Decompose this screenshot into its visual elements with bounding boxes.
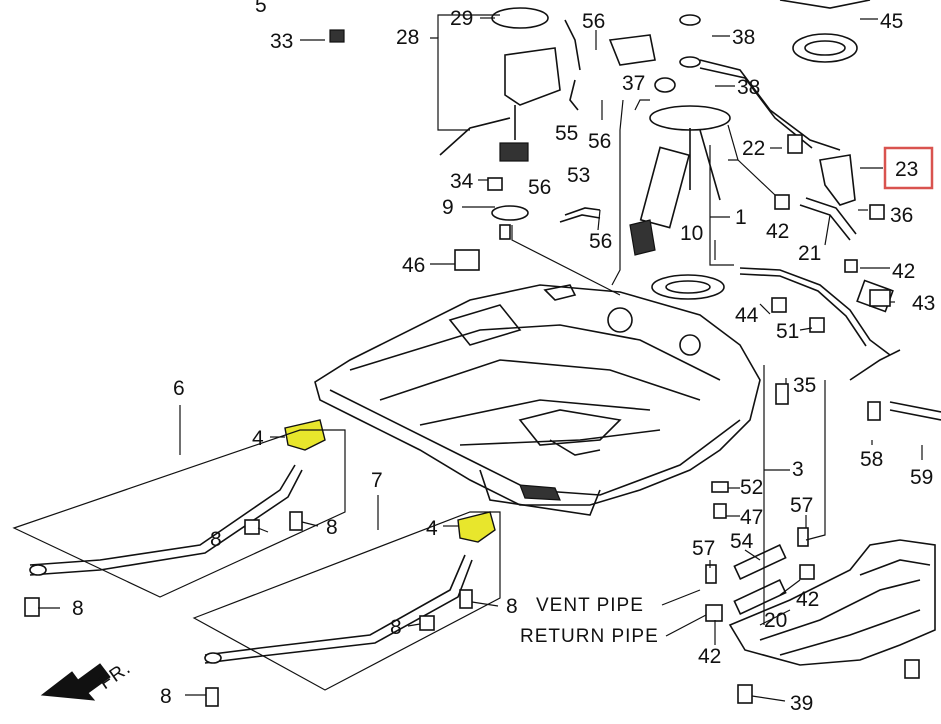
callout-58: 58 <box>860 448 883 471</box>
callout-56a: 56 <box>582 10 605 33</box>
callout-8b: 8 <box>326 516 338 539</box>
callout-51: 51 <box>776 320 799 343</box>
callout-38a: 38 <box>732 26 755 49</box>
callout-42a: 42 <box>766 220 789 243</box>
strap-6 <box>12 419 346 598</box>
callout-36: 36 <box>890 204 913 227</box>
hoses <box>559 79 787 615</box>
callout-8f: 8 <box>160 685 172 708</box>
callout-3: 3 <box>792 458 804 481</box>
callout-29: 29 <box>450 7 473 30</box>
callout-56c: 56 <box>528 176 551 199</box>
callout-22: 22 <box>742 137 765 160</box>
callout-38b: 38 <box>737 76 760 99</box>
callout-21: 21 <box>798 242 821 265</box>
fuel-tank <box>314 284 761 516</box>
callout-53: 53 <box>567 164 590 187</box>
callout-42d: 42 <box>698 645 721 668</box>
callout-5: 5 <box>255 0 267 17</box>
callout-4a: 4 <box>252 427 264 450</box>
callout-45: 45 <box>880 10 903 33</box>
callout-20: 20 <box>764 609 787 632</box>
callout-8d: 8 <box>390 616 402 639</box>
callout-8c: 8 <box>506 595 518 618</box>
callout-1: 1 <box>735 206 747 229</box>
callout-46: 46 <box>402 254 425 277</box>
callout-54: 54 <box>730 530 754 553</box>
strap-7 <box>192 511 501 691</box>
highlight-box-23 <box>883 146 934 190</box>
front-direction-arrow: FR. <box>40 657 135 701</box>
callout-28: 28 <box>396 26 419 49</box>
fuel-gauge-sender <box>439 7 581 221</box>
callout-57a: 57 <box>790 494 813 517</box>
callout-9: 9 <box>442 196 454 219</box>
callout-47: 47 <box>740 506 763 529</box>
callout-52: 52 <box>740 476 763 499</box>
callout-59: 59 <box>910 466 933 489</box>
filler-neck-parts <box>608 0 871 206</box>
callout-44: 44 <box>735 304 759 327</box>
callout-7: 7 <box>371 469 383 492</box>
fasteners <box>24 29 920 707</box>
callout-57b: 57 <box>692 537 715 560</box>
callout-42b: 42 <box>892 260 915 283</box>
callout-37: 37 <box>622 72 645 95</box>
callout-23: 23 <box>895 158 918 181</box>
callout-43: 43 <box>912 292 935 315</box>
callout-39: 39 <box>790 692 813 715</box>
callout-42c: 42 <box>796 588 819 611</box>
return-pipe-label: RETURN PIPE <box>520 626 659 647</box>
skid-plate <box>728 539 936 666</box>
leader-lines <box>38 14 923 702</box>
vent-pipe-label: VENT PIPE <box>536 595 644 616</box>
callout-34: 34 <box>450 170 474 193</box>
callout-4b: 4 <box>426 517 438 540</box>
fuel-pump-assembly <box>629 105 731 300</box>
callout-8a: 8 <box>210 528 222 551</box>
callout-33: 33 <box>270 30 293 53</box>
callout-10: 10 <box>680 222 703 245</box>
callout-35: 35 <box>793 374 816 397</box>
front-label: FR. <box>95 657 135 693</box>
arrow-left-icon <box>40 663 111 701</box>
callout-numbers: 5 33 28 29 56 38 37 38 45 55 56 22 23 34… <box>72 0 935 715</box>
callout-56b: 56 <box>588 130 611 153</box>
callout-6: 6 <box>173 377 185 400</box>
callout-56d: 56 <box>589 230 612 253</box>
callout-8e: 8 <box>72 597 84 620</box>
callout-55: 55 <box>555 122 578 145</box>
